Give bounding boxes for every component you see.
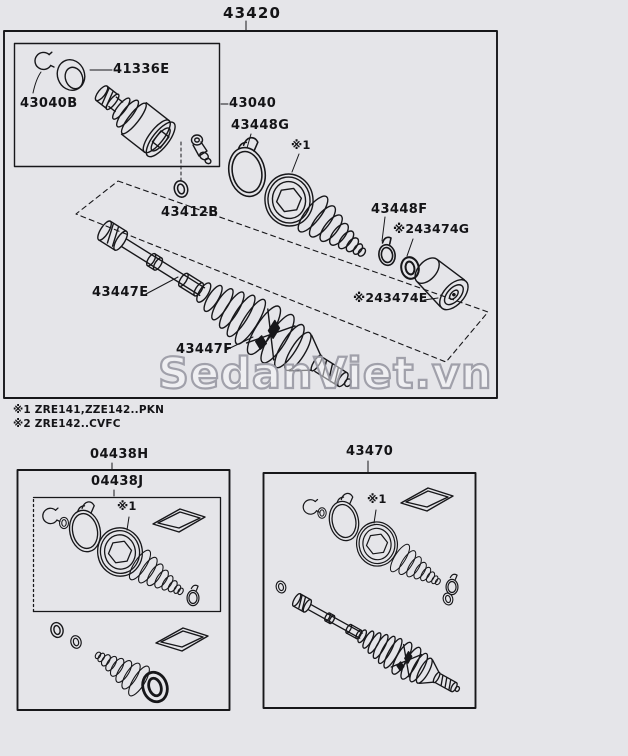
part-label-04438J: 04438J [91,474,144,489]
kit-lower-ring-a-drawing [48,620,66,640]
rh-boot-ring-drawing [353,518,401,570]
inner-joint-box [13,42,221,168]
rh-snap-ring-drawing [301,498,321,516]
deflector-drawing [56,59,86,91]
leader-lines [32,20,439,531]
kit-snap-ring-drawing [41,506,61,526]
part-label-43040B: 43040B [20,96,78,111]
cv-joint-drawing [94,85,176,158]
outboard-bellows-drawing [292,191,379,273]
kit-small-clamp-drawing [186,584,200,607]
shaft-assembly-box [262,472,477,709]
kit-lower-ring-b-drawing [68,633,84,651]
rh-small-clamp-drawing [445,573,459,596]
mark-label-1-main: ※1 [291,138,311,152]
part-label-43420: 43420 [223,4,282,22]
part-label-43447F: 43447F [176,342,233,357]
rh-grease-pack-drawing [400,487,454,512]
kit-grease-pack-drawing [152,508,206,533]
part-label-04438H: 04438H [90,447,149,462]
rh-bellows-drawing [386,541,449,597]
kit-ringlet-drawing [58,516,70,530]
part-label-43474E: ※243474E [353,290,428,305]
watermark-text: SedanViet.vn [157,348,493,400]
inner-kit-box [32,496,222,613]
inboard-clamp-drawing [375,235,398,268]
kit-boot-ring-drawing [93,524,147,580]
part-label-43040: 43040 [229,96,277,111]
dynamic-damper-drawing [414,257,469,311]
assembly-boxes [3,30,498,711]
part-label-43412B: 43412B [161,205,219,220]
rh-ring-left-drawing [274,579,288,595]
rh-large-clamp-drawing [323,491,363,544]
part-label-43447E: 43447E [92,285,149,300]
kit-lower-large-ring-drawing [137,667,173,707]
mark-label-1-boot-kit: ※1 [117,499,137,513]
footnote-1: ※1 ZRE141,ZZE142..PKN [13,404,165,416]
dashed-group-outline [75,180,489,363]
outboard-boot-ring-drawing [260,170,318,230]
outboard-clamp-drawing [221,135,271,201]
grease-fitting-drawing [190,134,212,165]
main-assembly-box [3,30,498,399]
part-label-43470: 43470 [346,444,394,459]
part-label-43448F: 43448F [371,202,428,217]
footnote-2: ※2 ZRE142..CVFC [13,418,121,430]
damper-ring-drawing [171,178,191,200]
kit-lower-grease-pack-drawing [155,627,209,652]
rh-axle-shaft-drawing [285,582,469,707]
part-label-43448G: 43448G [231,118,290,133]
boot-kit-box [16,469,231,711]
snap-ring-drawing [33,50,55,72]
part-label-43474G: ※243474G [393,221,470,236]
rh-ringlet-drawing [317,507,327,519]
part-label-41336E: 41336E [113,62,170,77]
mark-label-1-shaft: ※1 [367,492,387,506]
